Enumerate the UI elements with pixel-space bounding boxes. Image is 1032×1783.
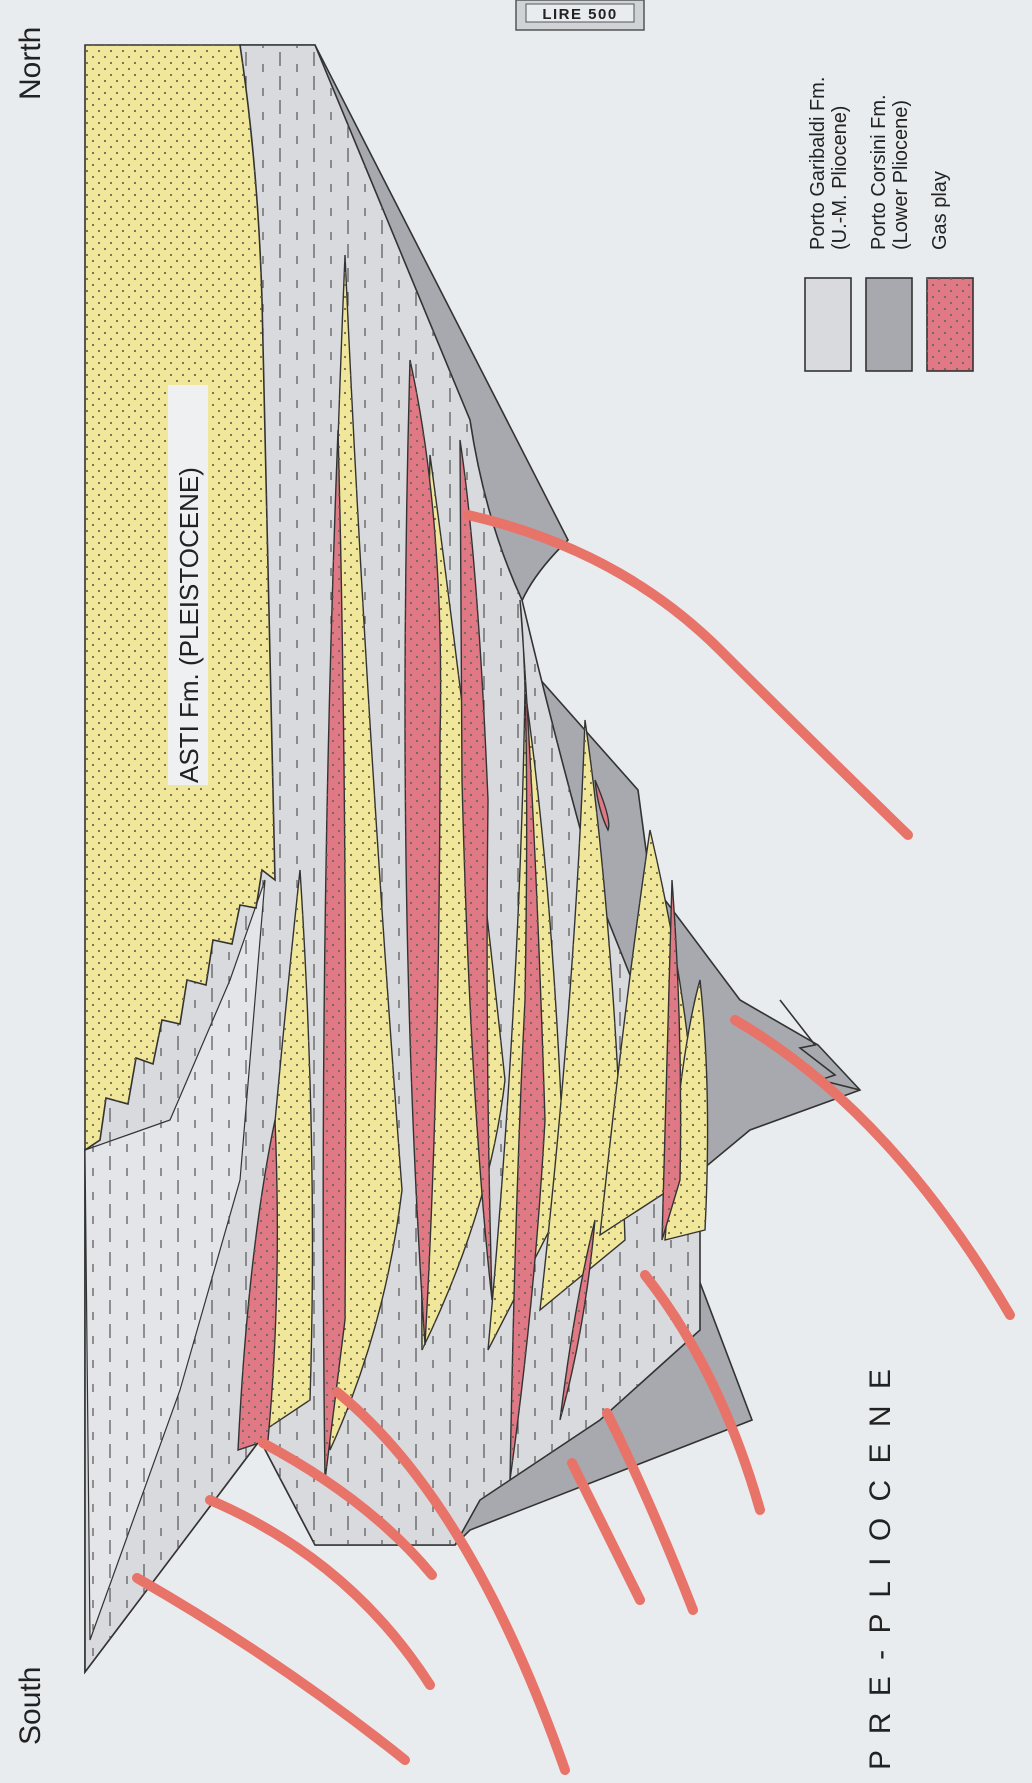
legend-corsini-line1: Porto Corsini Fm. xyxy=(868,94,890,250)
legend: Porto Garibaldi Fm. (U.-M. Pliocene) Por… xyxy=(805,77,973,371)
legend-swatch-garibaldi xyxy=(805,278,851,371)
stamp: LIRE 500 xyxy=(516,0,644,30)
south-label: South xyxy=(14,1667,47,1745)
stamp-label: LIRE 500 xyxy=(542,6,617,23)
fault-5 xyxy=(572,1463,640,1600)
legend-gas-label: Gas play xyxy=(929,171,951,250)
legend-garibaldi-line1: Porto Garibaldi Fm. xyxy=(807,77,829,250)
asti-label: ASTI Fm. (PLEISTOCENE) xyxy=(174,467,204,783)
legend-swatch-corsini xyxy=(866,278,912,371)
pre-pliocene-label: P R E - P L I O C E N E xyxy=(864,1365,897,1770)
legend-corsini-line2: (Lower Pliocene) xyxy=(890,100,912,250)
legend-garibaldi-line2: (U.-M. Pliocene) xyxy=(829,106,851,250)
north-label: North xyxy=(14,27,47,100)
